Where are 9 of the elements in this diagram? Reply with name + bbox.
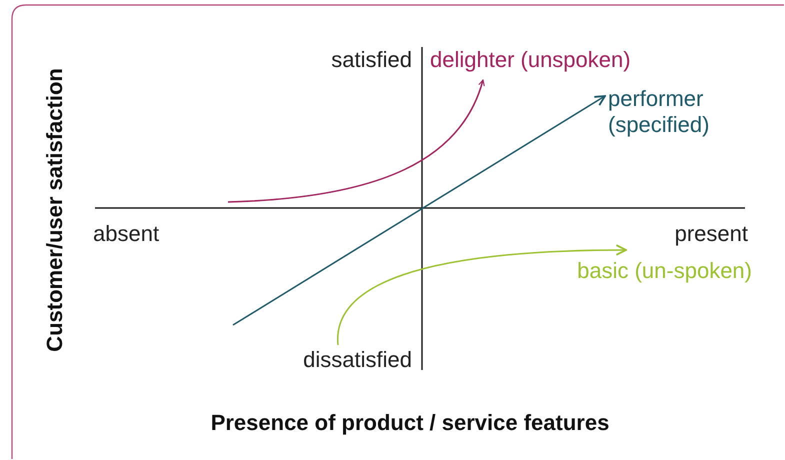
axis-label: dissatisfied bbox=[303, 347, 412, 373]
curve-label: performer (specified) bbox=[608, 86, 710, 138]
curve-label: delighter (unspoken) bbox=[430, 47, 631, 73]
axis-title: Presence of product / service features bbox=[210, 410, 610, 436]
axis-label: absent bbox=[93, 221, 160, 247]
axis-label: satisfied bbox=[331, 47, 412, 73]
axis-label: present bbox=[674, 221, 748, 247]
axis-title: Customer/user satisfaction bbox=[42, 68, 68, 352]
curve-label: basic (un-spoken) bbox=[577, 258, 752, 284]
